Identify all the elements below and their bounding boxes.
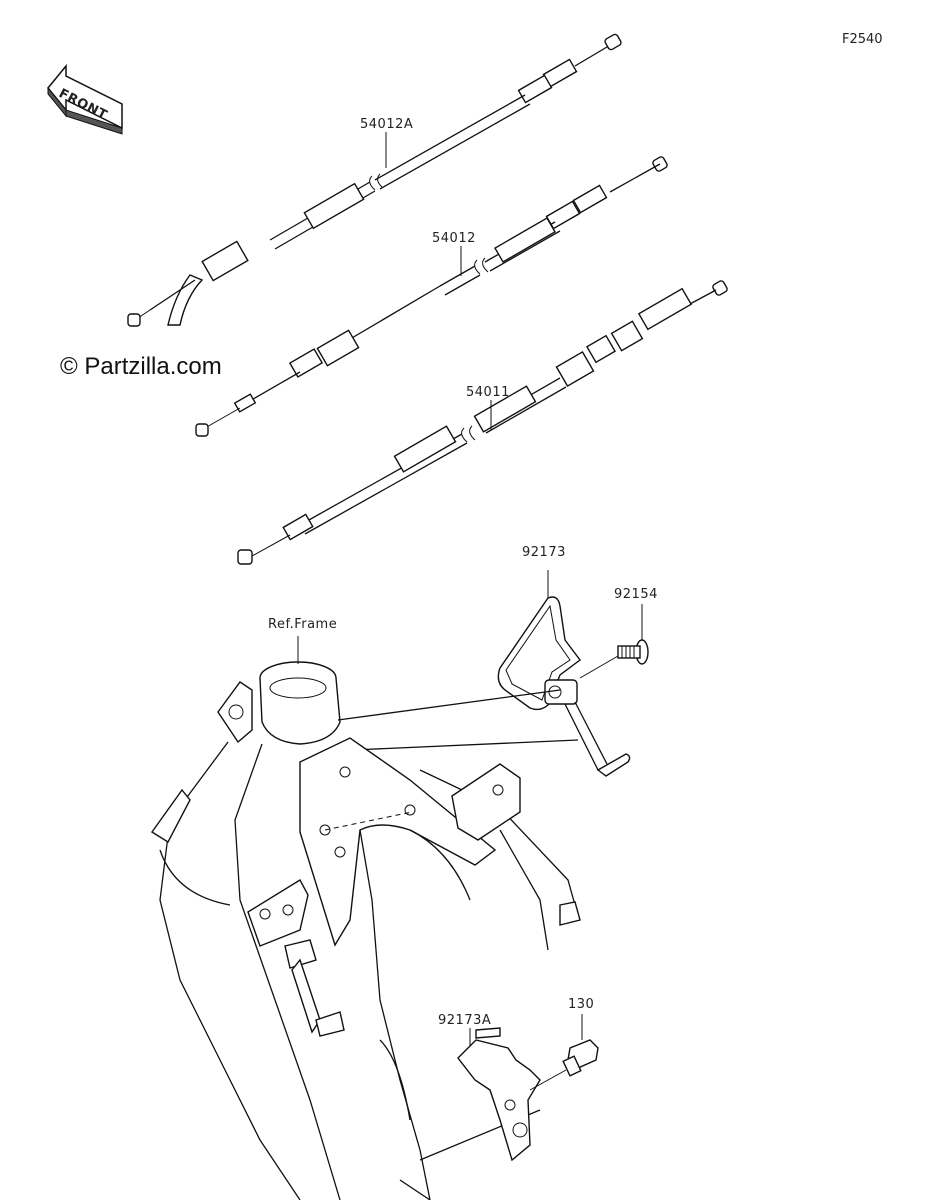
screw-92154[interactable]: 92154 — [579, 587, 658, 679]
part-label-54012: 54012 — [432, 231, 476, 246]
ref-label: Ref.Frame — [268, 617, 337, 632]
front-arrow-icon: FRONT — [47, 63, 123, 135]
cable-54011[interactable]: 54011 — [237, 280, 728, 565]
part-label-130: 130 — [568, 997, 594, 1012]
watermark: © Partzilla.com — [60, 353, 222, 380]
part-label-92173a: 92173A — [438, 1013, 491, 1028]
bracket-92173a[interactable]: 92173A — [438, 1013, 541, 1162]
cable-54012[interactable]: 54012 — [195, 156, 668, 437]
bracket-92173[interactable]: 92173 — [497, 545, 631, 777]
part-label-92154: 92154 — [614, 587, 658, 602]
bolt-130[interactable]: 130 — [529, 997, 599, 1091]
cable-54012a[interactable]: 54012A — [127, 33, 622, 327]
part-label-54012a: 54012A — [360, 117, 413, 132]
diagram-code: F2540 — [842, 32, 883, 47]
part-label-54011: 54011 — [466, 385, 510, 400]
frame-reference: Ref.Frame — [150, 617, 581, 1200]
part-label-92173: 92173 — [522, 545, 566, 560]
